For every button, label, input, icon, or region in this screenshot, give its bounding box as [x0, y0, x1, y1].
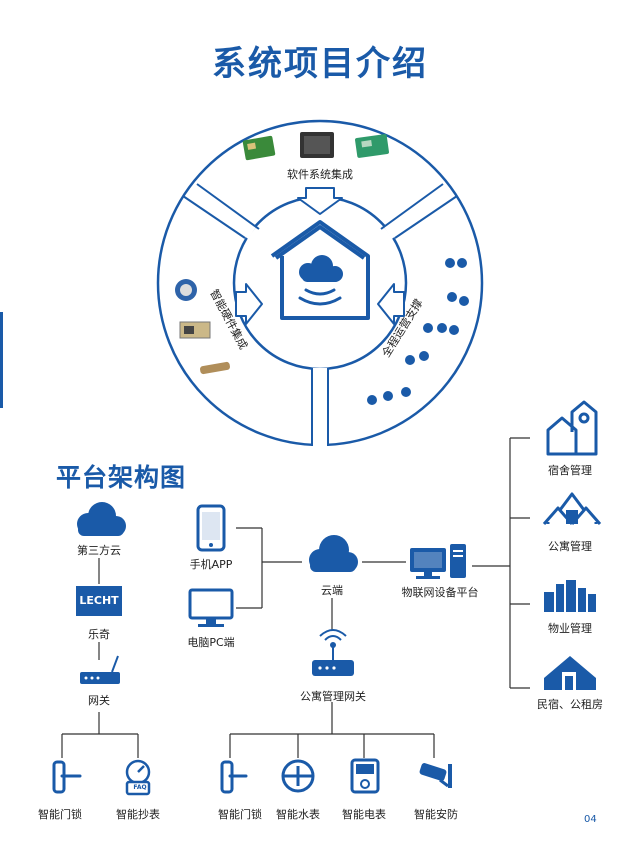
cloud-icon [309, 535, 358, 572]
cloud-in-house-icon [299, 255, 343, 282]
meter-badge-text: FAQ [133, 784, 147, 791]
label-property-mgmt: 物业管理 [548, 622, 592, 635]
label-security: 智能安防 [414, 808, 458, 821]
label-pc: 电脑PC端 [187, 636, 235, 649]
connector-lines [61, 437, 530, 758]
smart-lock-icon-right [220, 760, 248, 794]
label-water-meter: 智能水表 [276, 808, 320, 821]
third-party-cloud-icon [77, 502, 126, 536]
arrow-right [377, 283, 405, 325]
homestay-house-icon [544, 656, 596, 690]
label-third-party-cloud: 第三方云 [77, 544, 121, 557]
apartment-door-mark [566, 510, 578, 524]
hardware-device-icons [175, 279, 230, 375]
side-accent-bar [0, 312, 3, 408]
label-apartment-gateway: 公寓管理网关 [300, 690, 366, 703]
label-iot-platform: 物联网设备平台 [401, 586, 479, 599]
ring-top-label: 软件系统集成 [287, 167, 353, 181]
iot-platform-computer-icon [410, 544, 466, 579]
smart-water-meter-icon [281, 759, 315, 793]
smart-meter-reader-icon [125, 759, 151, 796]
label-gateway: 网关 [88, 694, 110, 707]
lecht-logo-text: LECHT [79, 594, 119, 607]
property-buildings-icon [544, 580, 596, 612]
gateway-router-icon [80, 655, 120, 684]
label-electric-meter: 智能电表 [342, 808, 386, 821]
apartment-gateway-router-icon [312, 629, 354, 676]
arrow-top [297, 187, 343, 215]
page-number: 04 [584, 814, 597, 825]
label-leqi: 乐奇 [88, 628, 110, 641]
label-dorm-mgmt: 宿舍管理 [548, 464, 592, 477]
signal-waves-icon [298, 288, 342, 306]
label-bottom-right-lock: 智能门锁 [218, 808, 262, 821]
arrow-left [235, 283, 263, 325]
label-cloud: 云端 [321, 584, 343, 597]
pc-monitor-icon [188, 588, 234, 627]
system-ring-diagram: 软件系统集成 智能硬件集成 全程运营支撑 [156, 119, 484, 448]
smart-home-icon [270, 220, 370, 320]
smart-electric-meter-icon [350, 758, 380, 794]
label-homestay-rental: 民宿、公租房 [537, 698, 603, 711]
dormitory-building-icon [546, 400, 598, 456]
label-bottom-left-meter: 智能抄表 [116, 808, 160, 821]
chip-board-icons [242, 132, 389, 161]
security-camera-icon [419, 763, 452, 788]
label-bottom-left-lock: 智能门锁 [38, 808, 82, 821]
smart-lock-icon-left [52, 760, 82, 794]
architecture-title: 平台架构图 [56, 463, 187, 492]
label-apartment-mgmt: 公寓管理 [548, 540, 592, 553]
lecht-logo [76, 586, 122, 616]
mobile-phone-icon [196, 504, 226, 552]
operations-people-icons [367, 258, 469, 405]
page-title: 系统项目介绍 [212, 44, 428, 84]
label-mobile-app: 手机APP [189, 558, 233, 571]
